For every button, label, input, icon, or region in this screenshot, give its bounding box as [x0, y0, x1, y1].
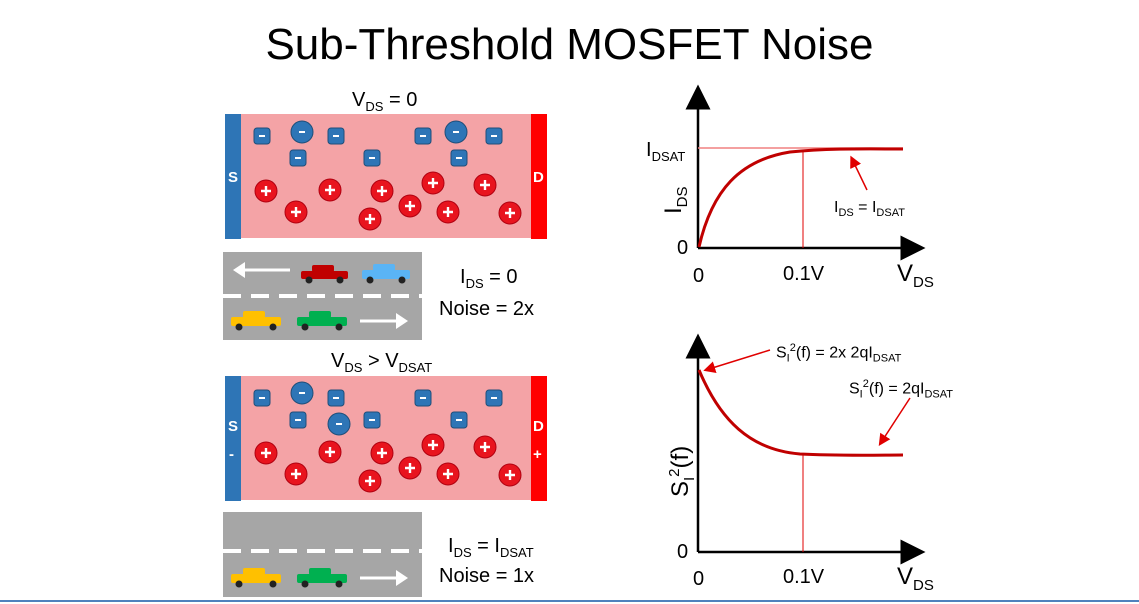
car-green-icon: [297, 568, 347, 588]
source-terminal: [225, 376, 241, 501]
car-yellow-icon: [231, 311, 281, 331]
source-label: S: [228, 418, 238, 435]
plot1-annotation: IDS = IDSAT: [834, 199, 905, 220]
plot1-ylabel: IDS: [660, 186, 691, 214]
drain-terminal: [531, 376, 547, 501]
noise-vs-vds-plot: [685, 333, 926, 565]
right-arrow-icon: [360, 313, 408, 329]
left-arrow-icon: [233, 262, 290, 278]
panel1-vds-label: VDS = 0: [352, 89, 418, 114]
right-arrow-icon: [360, 570, 408, 586]
plot1-xlabel: VDS: [897, 260, 934, 291]
car-yellow-icon: [231, 568, 281, 588]
source-terminal: [225, 114, 241, 239]
traffic-road-2: [223, 512, 422, 597]
channel-panel-1: S D: [225, 114, 547, 239]
ids-curve: [697, 147, 904, 248]
footer-rule: [0, 600, 1139, 602]
car-red-icon: [301, 265, 348, 284]
annotation-arrow-1: [703, 349, 771, 373]
drain-label: D: [533, 418, 544, 435]
drain-label: D: [533, 169, 544, 186]
plot2-zero-y: 0: [677, 541, 689, 563]
road1-noise-label: Noise = 2x: [439, 298, 535, 320]
traffic-road-1: [223, 252, 422, 340]
annotation-arrow-2: [878, 397, 911, 447]
channel-panel-2: S - D +: [225, 376, 547, 501]
plot2-tick-label: 0.1V: [783, 566, 825, 588]
plot2-zero-x: 0: [693, 568, 705, 590]
road2-noise-label: Noise = 1x: [439, 565, 535, 587]
road1-ids-label: IDS = 0: [460, 266, 518, 291]
panel2-vds-label: VDS > VDSAT: [331, 350, 433, 375]
road2-ids-label: IDS = IDSAT: [448, 535, 534, 560]
plot1-tick-label: 0.1V: [783, 263, 825, 285]
plot2-xlabel: VDS: [897, 563, 934, 594]
noise-curve: [697, 369, 904, 457]
ids-vs-vds-plot: [685, 84, 926, 261]
source-sign: -: [229, 446, 234, 463]
plot1-zero-y: 0: [677, 237, 689, 259]
annotation-arrow: [850, 155, 868, 191]
plot2-annotation-1: SI2(f) = 2x 2qIDSAT: [776, 342, 902, 365]
plot2-annotation-2: SI2(f) = 2qIDSAT: [849, 378, 953, 401]
idsat-label: IDSAT: [646, 139, 686, 164]
drain-terminal: [531, 114, 547, 239]
plot2-ylabel: SI2(f): [666, 445, 698, 497]
plot1-zero-x: 0: [693, 265, 705, 287]
source-label: S: [228, 169, 238, 186]
page-title: Sub-Threshold MOSFET Noise: [265, 20, 874, 69]
car-green-icon: [297, 311, 347, 331]
drain-sign: +: [533, 446, 542, 463]
car-blue-icon: [362, 264, 410, 284]
